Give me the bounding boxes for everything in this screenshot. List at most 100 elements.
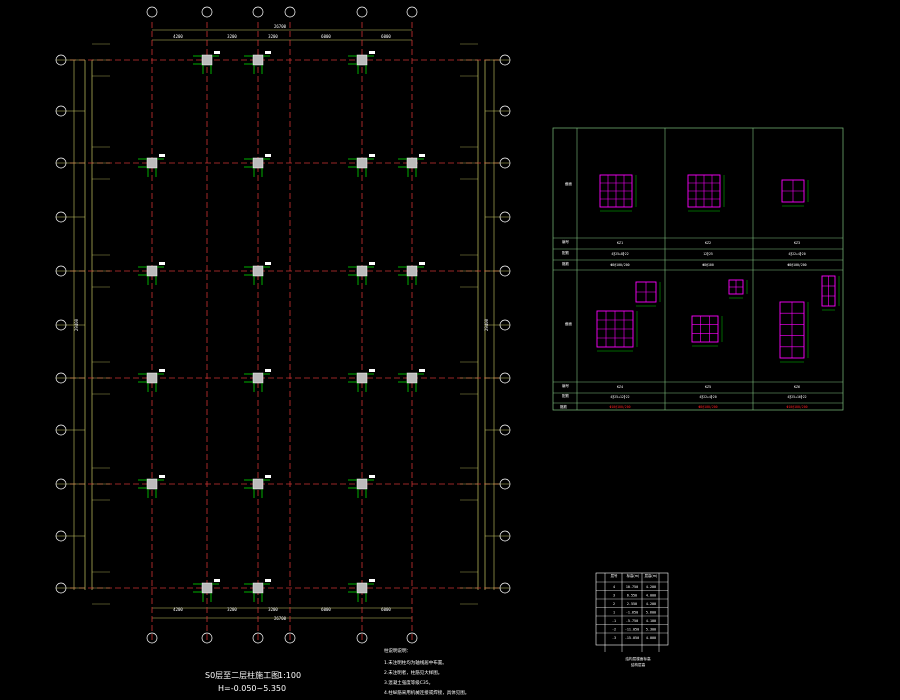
kz1-bars: 4┠25+8┠22 xyxy=(611,252,628,256)
kz2-id: KZ2 xyxy=(705,241,711,245)
bottom-dim-4: 6000 xyxy=(321,607,331,612)
column-section xyxy=(356,372,368,384)
schedule-row-label-id: 编号 xyxy=(562,239,570,244)
column-tag xyxy=(159,262,165,265)
axis-bubble-left-mid xyxy=(55,211,67,223)
floor-cell: 6.550 xyxy=(627,594,637,598)
bottom-total-dim: 26700 xyxy=(274,616,287,621)
axis-bubble-top xyxy=(146,6,158,18)
top-dim-1: 4200 xyxy=(173,34,183,39)
axis-bubble-top xyxy=(252,6,264,18)
floor-cell: 4.200 xyxy=(646,602,656,606)
drawing-scale: 1:100 xyxy=(278,671,301,680)
kz2-bars: 12┠25 xyxy=(703,252,713,256)
floor-cell: 4.100 xyxy=(646,619,656,623)
note-2: 2.未注明者，柱筋见大样图。 xyxy=(384,669,442,676)
kz6-id: KZ6 xyxy=(794,385,800,389)
floor-cell: 5.600 xyxy=(646,611,656,615)
column-tag xyxy=(265,579,271,582)
kz5-bars: 4┠22+4┠20 xyxy=(699,395,716,399)
kz1-stirrup: Φ8@100/200 xyxy=(610,263,629,267)
floor-cell: -11.050 xyxy=(625,628,639,632)
floor-cell: 5.300 xyxy=(646,628,656,632)
axis-bubble-bottom xyxy=(146,632,158,644)
column-section xyxy=(356,265,368,277)
axis-bubble-bottom xyxy=(252,632,264,644)
note-3: 3.混凝土强度等级C35。 xyxy=(384,679,433,686)
notes-title: 柱说明说明： xyxy=(384,647,411,654)
bottom-dim-1: 4200 xyxy=(173,607,183,612)
top-dim-2: 3200 xyxy=(227,34,237,39)
column-section xyxy=(356,582,368,594)
note-1: 1.未注明柱均为轴线居中布置。 xyxy=(384,659,447,666)
column-tag xyxy=(369,154,375,157)
floor-cell: -1.650 xyxy=(626,611,638,615)
kz5-id: KZ5 xyxy=(705,385,711,389)
column-14 xyxy=(348,475,375,498)
column-tag xyxy=(265,154,271,157)
column-section xyxy=(252,478,264,490)
schedule-row-label-bars-2: 配筋 xyxy=(562,393,570,398)
floor-cell: -15.050 xyxy=(625,636,639,640)
column-8 xyxy=(348,262,375,285)
drawing-title: S0层至二层柱施工图 xyxy=(205,670,279,680)
schedule-row-label-stirrup-2: 箍筋 xyxy=(560,404,568,409)
axis-bubble-right-mid xyxy=(499,211,511,223)
bottom-dim-2: 3200 xyxy=(227,607,237,612)
column-tag xyxy=(159,369,165,372)
column-20 xyxy=(348,579,375,602)
column-9 xyxy=(138,369,165,392)
kz1-id: KZ1 xyxy=(617,241,623,245)
column-tag xyxy=(214,579,220,582)
schedule-section-label-2: 截面 xyxy=(565,321,573,326)
column-section xyxy=(146,157,158,169)
column-11 xyxy=(348,369,375,392)
axis-bubble-right xyxy=(499,265,511,277)
column-section xyxy=(146,265,158,277)
floor-cell: -1 xyxy=(612,619,616,623)
axis-bubble-left xyxy=(55,582,67,594)
column-10 xyxy=(244,369,271,392)
floor-cell: 1 xyxy=(613,611,615,615)
column-tag xyxy=(419,262,425,265)
axis-bubble-left-mid xyxy=(55,424,67,436)
floor-footer-2: 结构层高 xyxy=(631,662,646,667)
column-12 xyxy=(138,475,165,498)
axis-bubble-right xyxy=(499,54,511,66)
schedule-row-label-id-2: 编号 xyxy=(562,383,570,388)
column-tag xyxy=(369,262,375,265)
floor-header-1: 层号 xyxy=(611,573,618,578)
kz4-bars: 4┠25+12┠22 xyxy=(610,395,629,399)
column-15 xyxy=(398,154,425,177)
column-tag xyxy=(159,154,165,157)
column-section xyxy=(356,157,368,169)
axis-bubble-left xyxy=(55,265,67,277)
column-13 xyxy=(244,475,271,498)
column-section xyxy=(252,54,264,66)
axis-bubble-top xyxy=(406,6,418,18)
top-dim-4: 6000 xyxy=(321,34,331,39)
floor-header-2: 标高(m) xyxy=(627,573,640,578)
column-1 xyxy=(244,51,271,74)
column-section xyxy=(146,372,158,384)
schedule-section-label: 截面 xyxy=(565,181,573,186)
bottom-dim-3: 3200 xyxy=(268,607,278,612)
column-2 xyxy=(348,51,375,74)
column-16 xyxy=(398,262,425,285)
column-tag xyxy=(369,51,375,54)
column-18 xyxy=(193,579,220,602)
column-tag xyxy=(419,154,425,157)
floor-header-3: 层高(m) xyxy=(645,573,658,578)
column-3 xyxy=(138,154,165,177)
drawing-elevation: H=-0.050~5.350 xyxy=(218,684,286,693)
column-tag xyxy=(265,51,271,54)
axis-bubble-top xyxy=(356,6,368,18)
axis-bubble-left xyxy=(55,157,67,169)
column-tag xyxy=(214,51,220,54)
floor-cell: 2 xyxy=(613,602,615,606)
axis-bubble-right-mid xyxy=(499,424,511,436)
kz6-bars: 4┠25+16┠22 xyxy=(787,395,806,399)
schedule-row-label-stirrup: 箍筋 xyxy=(562,261,570,266)
